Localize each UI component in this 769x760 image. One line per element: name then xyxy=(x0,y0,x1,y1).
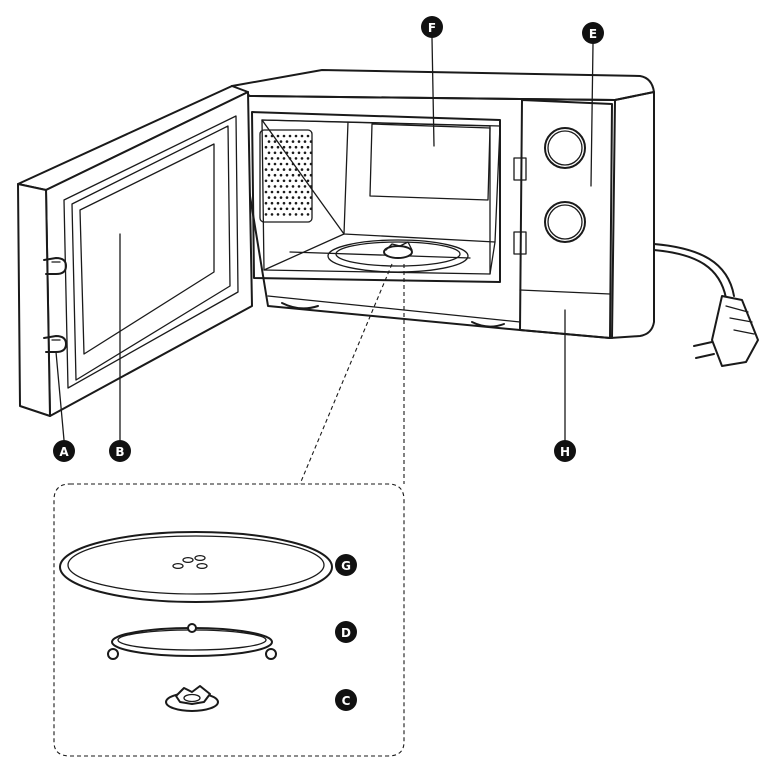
badge-g: G xyxy=(335,554,357,576)
badge-c-label: C xyxy=(342,694,351,708)
exploded-parts-box xyxy=(53,483,405,757)
badge-h: H xyxy=(554,440,576,462)
badge-d-label: D xyxy=(341,626,351,640)
leader-f xyxy=(431,37,435,147)
leader-e xyxy=(590,43,594,187)
leader-turntable-left xyxy=(299,263,393,485)
turntable-coupler xyxy=(165,685,219,712)
leader-lines xyxy=(55,37,594,485)
leader-a xyxy=(55,351,65,441)
door-latch-upper xyxy=(43,257,67,275)
badge-d: D xyxy=(335,621,357,643)
badge-e: E xyxy=(582,22,604,44)
badge-f: F xyxy=(421,16,443,38)
power-plug xyxy=(711,295,759,367)
door-latch-lower xyxy=(43,335,67,353)
power-cord xyxy=(653,243,759,367)
badge-a: A xyxy=(53,440,75,462)
badge-c: C xyxy=(335,689,357,711)
microwave-body xyxy=(231,69,655,339)
vent-holes xyxy=(264,134,313,216)
waveguide-cover xyxy=(369,123,491,201)
badge-b-label: B xyxy=(115,445,124,459)
badge-a-label: A xyxy=(59,445,69,459)
badge-b: B xyxy=(109,440,131,462)
badge-h-label: H xyxy=(560,445,570,459)
door-window xyxy=(79,143,215,355)
power-knob[interactable] xyxy=(544,201,586,243)
cavity-coupler xyxy=(383,241,413,259)
door xyxy=(17,85,253,417)
roller-ring xyxy=(107,623,277,660)
latch-slot-lower xyxy=(513,231,527,255)
glass-turntable xyxy=(59,531,333,603)
cavity-turntable xyxy=(327,239,469,273)
badge-f-label: F xyxy=(428,21,436,35)
badge-g-label: G xyxy=(341,559,351,573)
badge-e-label: E xyxy=(589,27,597,41)
timer-knob[interactable] xyxy=(544,127,586,169)
oven-cavity xyxy=(251,111,501,283)
latch-slot-upper xyxy=(513,157,527,181)
control-panel xyxy=(513,99,613,339)
